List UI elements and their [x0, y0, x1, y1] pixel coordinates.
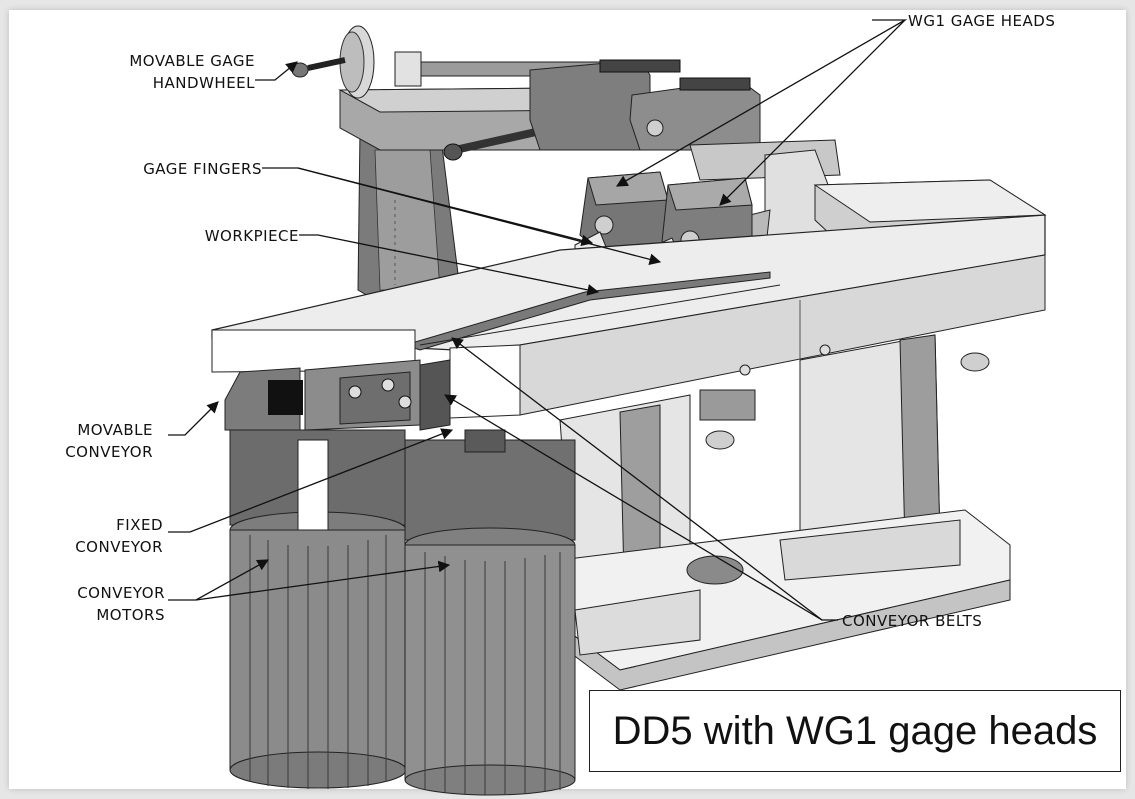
base-plate: [559, 509, 1011, 691]
caption-text: DD5 with WG1 gage heads: [612, 708, 1098, 753]
label-fixed-conveyor-line1: FIXED: [116, 516, 163, 534]
label-fixed-conveyor-line2: CONVEYOR: [75, 538, 163, 556]
label-movable-conveyor-line1: MOVABLE: [77, 421, 153, 439]
label-conveyor-motors-line2: MOTORS: [96, 606, 165, 624]
leader-workpiece: [299, 234, 600, 296]
leader-motor-2: [195, 560, 451, 601]
leader-fixed-conveyor: [168, 428, 454, 533]
leader-gage-head-2: [719, 19, 906, 206]
callout-labels: MOVABLE GAGE HANDWHEEL WG1 GAGE HEADS GA…: [65, 12, 1055, 630]
conveyor-table: [211, 214, 1046, 419]
label-conveyor-motors-line1: CONVEYOR: [77, 584, 165, 602]
label-gage-fingers: GAGE FINGERS: [143, 160, 262, 178]
label-wg1-gage-heads: WG1 GAGE HEADS: [908, 12, 1055, 30]
conveyor-motors: [229, 429, 576, 796]
gage-bridge: [291, 25, 841, 301]
leader-finger-2: [297, 167, 662, 266]
leader-lines: [168, 19, 908, 621]
label-movable-gage-handwheel-line1: MOVABLE GAGE: [129, 52, 255, 70]
label-movable-gage-handwheel-line2: HANDWHEEL: [153, 74, 255, 92]
leader-belt-2: [443, 394, 823, 621]
caption-box: DD5 with WG1 gage heads: [589, 690, 1121, 772]
leader-movable-conveyor: [168, 401, 219, 436]
leader-handwheel: [255, 61, 298, 81]
conveyor-drives: [224, 359, 451, 431]
label-conveyor-belts: CONVEYOR BELTS: [842, 612, 982, 630]
label-movable-conveyor-line2: CONVEYOR: [65, 443, 153, 461]
label-workpiece: WORKPIECE: [205, 227, 299, 245]
